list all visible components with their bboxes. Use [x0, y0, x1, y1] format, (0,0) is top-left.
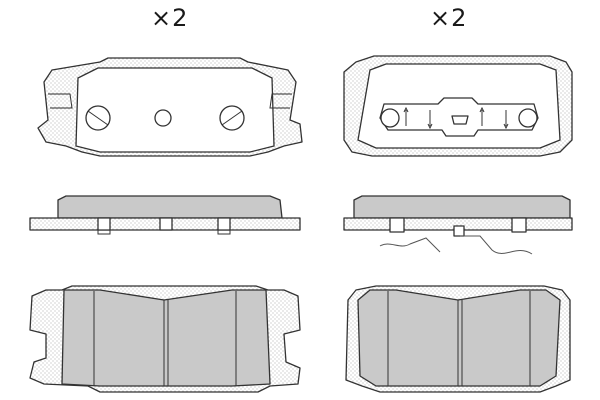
- right-pad-front-view: [345, 285, 571, 393]
- left-center-hole: [154, 109, 172, 127]
- left-pad-front-view: [29, 285, 301, 393]
- left-friction-front: [61, 289, 271, 387]
- quantity-label-left: ×2: [151, 4, 189, 32]
- left-pad-side-view: [29, 195, 301, 235]
- left-friction-side: [57, 195, 283, 219]
- right-wear-spring: [379, 235, 533, 255]
- right-friction-front: [357, 289, 561, 387]
- right-pad-side-view: [343, 195, 573, 255]
- quantity-label-right: ×2: [430, 4, 468, 32]
- left-pad-back-view: [37, 57, 303, 157]
- left-friction-outline-back: [75, 67, 275, 153]
- right-pad-back-view: [343, 55, 573, 157]
- right-friction-side: [353, 195, 571, 219]
